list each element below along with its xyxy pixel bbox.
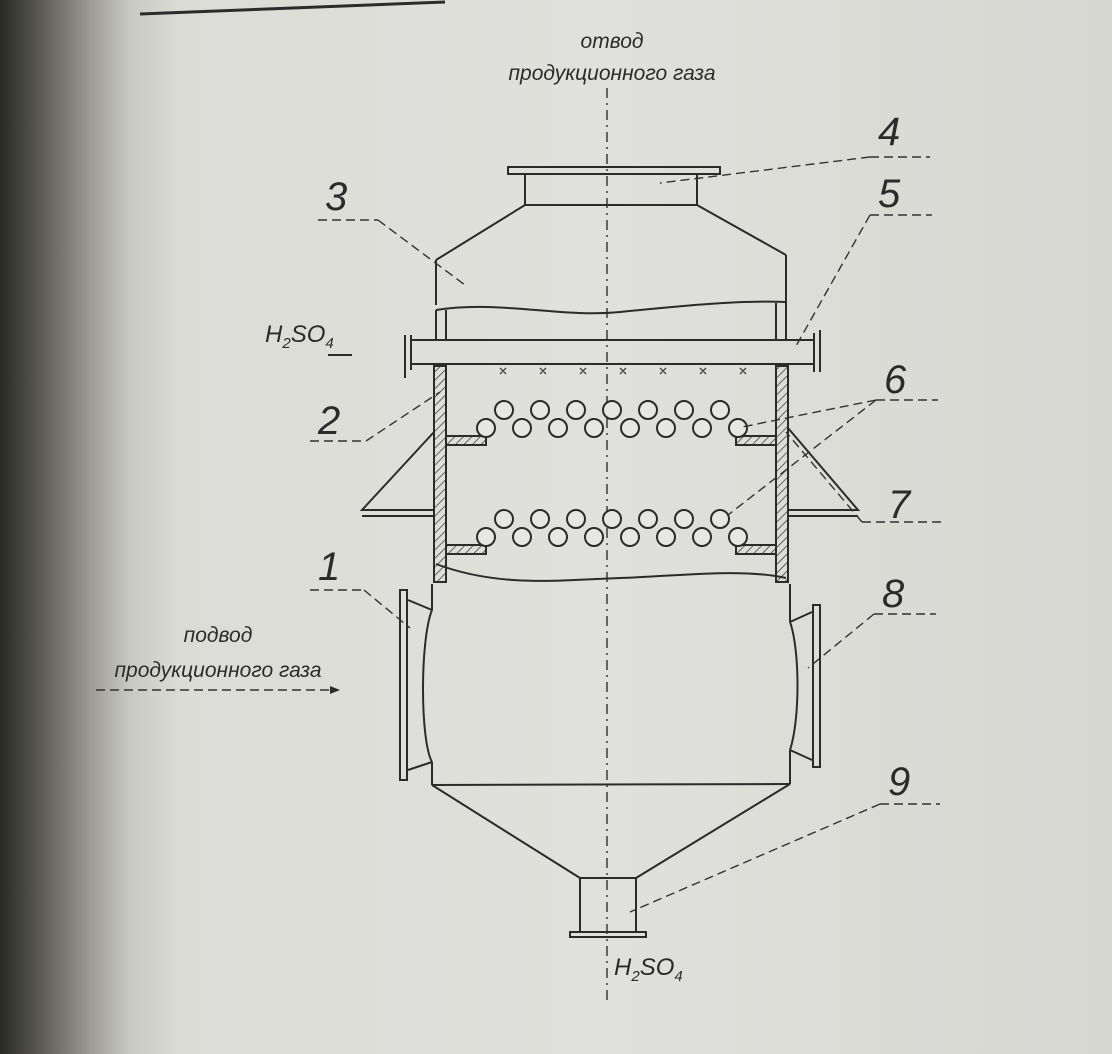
callout-3: 3: [318, 175, 466, 286]
left-flow-label-line1: подвод: [184, 624, 253, 647]
packing-ring-upper-row-2: [602, 509, 622, 529]
packing-ring-lower-row-2: [656, 527, 676, 547]
callout-7: 7: [785, 431, 942, 527]
packing-ring-upper-row-2: [638, 509, 658, 529]
top-flow-label-line1: отвод: [581, 30, 644, 53]
svg-text:1: 1: [318, 545, 340, 589]
packing-section-shell: [359, 365, 861, 583]
gas-outlet-nozzle: [507, 166, 721, 206]
packing-ring-lower-row-1: [620, 418, 640, 438]
svg-text:7: 7: [888, 483, 912, 527]
packing-ring-lower-row-2: [584, 527, 604, 547]
packing-ring-lower-row-2: [548, 527, 568, 547]
packing-ring-upper-row-2: [710, 509, 730, 529]
packing-ring-upper-row-2: [566, 509, 586, 529]
svg-text:2: 2: [317, 399, 340, 443]
gas-inlet-arrow: [96, 686, 340, 694]
packing-ring-lower-row-1: [548, 418, 568, 438]
conical-top: [435, 204, 787, 261]
packing-ring-upper-row-2: [494, 509, 514, 529]
svg-text:8: 8: [882, 572, 905, 616]
upper-shell: [435, 255, 787, 340]
acid-outlet-label: H2SO4: [614, 954, 683, 985]
bottom-cone-drain: [431, 783, 791, 938]
page-top-rule: [139, 0, 446, 16]
svg-text:5: 5: [878, 172, 901, 216]
packing-ring-lower-row-2: [692, 527, 712, 547]
packing-ring-lower-row-1: [728, 418, 748, 438]
acid-distribution-pipe: [404, 330, 821, 378]
callout-4: 4: [659, 110, 930, 184]
packing-ring-lower-row-1: [512, 418, 532, 438]
packing-ring-lower-row-1: [656, 418, 676, 438]
callout-9: 9: [629, 760, 940, 913]
packing-ring-lower-row-2: [620, 527, 640, 547]
acid-inlet-label: H2SO4: [265, 321, 334, 352]
spray-marks: [499, 367, 747, 375]
svg-text:4: 4: [878, 110, 900, 154]
packing-ring-lower-row-1: [692, 418, 712, 438]
svg-text:6: 6: [884, 358, 907, 402]
packing-ring-lower-row-2: [512, 527, 532, 547]
svg-text:3: 3: [325, 175, 347, 219]
packing-ring-lower-row-2: [476, 527, 496, 547]
packing-ring-upper-row-1: [530, 400, 550, 420]
callout-8: 8: [807, 572, 936, 669]
packing-ring-upper-row-2: [674, 509, 694, 529]
left-flow-label-line2: продукционного газа: [114, 659, 321, 682]
packing-ring-upper-row-1: [638, 400, 658, 420]
callout-1: 1: [310, 545, 411, 629]
packing-ring-upper-row-1: [602, 400, 622, 420]
packing-ring-upper-row-1: [674, 400, 694, 420]
packing-ring-lower-row-1: [476, 418, 496, 438]
packing-ring-lower-row-1: [584, 418, 604, 438]
packing-ring-upper-row-2: [530, 509, 550, 529]
packing-rings: [476, 400, 748, 547]
callout-5: 5: [795, 172, 932, 347]
packing-ring-upper-row-1: [566, 400, 586, 420]
callout-6: 6: [727, 358, 938, 516]
svg-text:9: 9: [888, 760, 910, 804]
top-flow-label-line2: продукционного газа: [508, 62, 715, 85]
packing-ring-upper-row-1: [494, 400, 514, 420]
packing-ring-upper-row-1: [710, 400, 730, 420]
packing-ring-lower-row-2: [728, 527, 748, 547]
callout-2: 2: [310, 391, 441, 443]
lower-break-line: [435, 563, 787, 582]
lower-shell: [399, 584, 821, 786]
